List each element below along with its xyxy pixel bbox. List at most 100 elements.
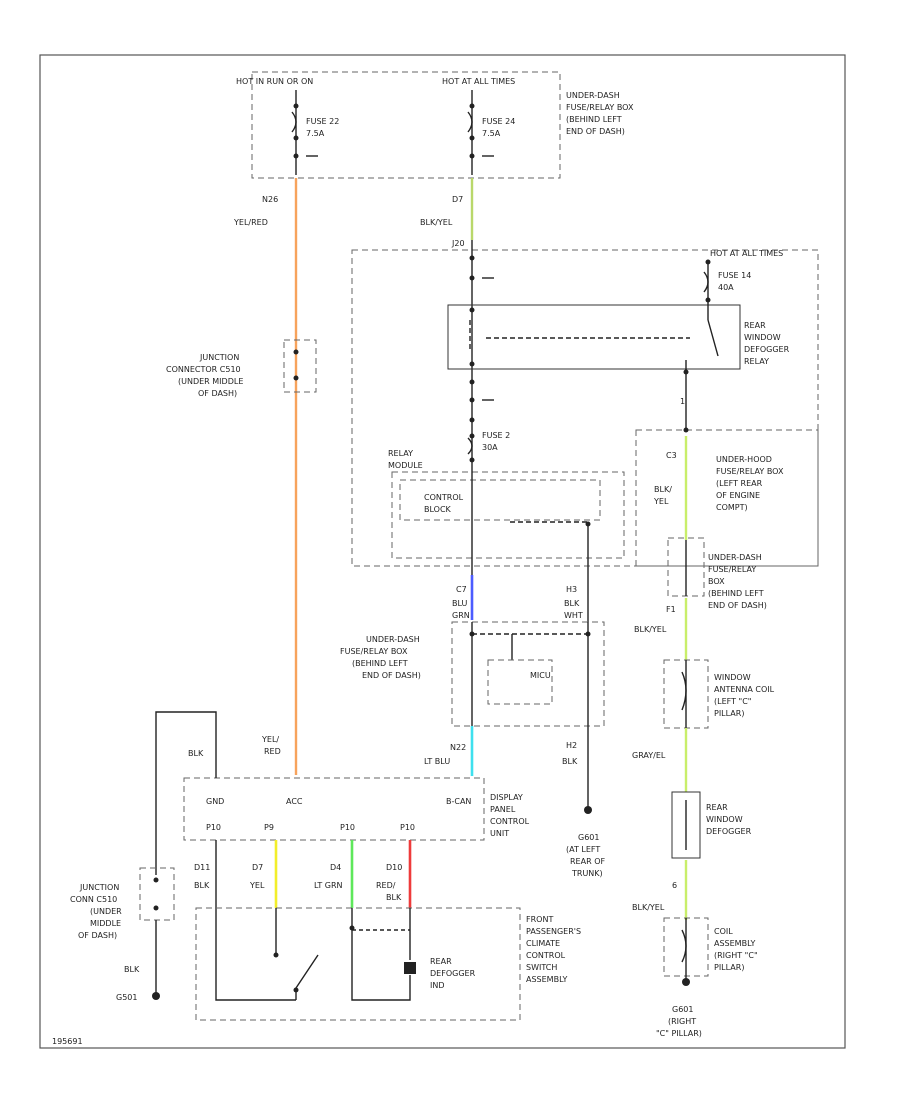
- node: [705, 297, 711, 303]
- underdash-mid-label: UNDER-DASH FUSE/RELAY BOX (BEHIND LEFT E…: [340, 635, 422, 680]
- defogger-switch: [295, 954, 319, 989]
- blk-ylw-label-1: BLK/YEL: [420, 218, 453, 227]
- g601-label: G601 (AT LEFT REAR OF TRUNK): [566, 833, 608, 878]
- pin-label-1: P10: [206, 823, 221, 832]
- node: [469, 103, 475, 109]
- blk-wht-label: BLK WHT: [564, 599, 583, 620]
- node: [293, 135, 299, 141]
- node: [469, 417, 475, 423]
- bcan-label: B-CAN: [446, 797, 471, 806]
- g601b-label: G601 (RIGHT "C" PILLAR): [656, 1005, 702, 1038]
- blk-2-label: BLK: [194, 881, 210, 890]
- node: [293, 153, 299, 159]
- yel-label: YEL: [249, 881, 265, 890]
- blk-yel-4-label: BLK/YEL: [632, 903, 665, 912]
- micu-box: [487, 659, 553, 705]
- rear-defogger-ind-label: REAR DEFOGGER IND: [430, 957, 478, 990]
- pin-label-2: P9: [264, 823, 274, 832]
- node: [683, 369, 689, 375]
- node: [153, 905, 159, 911]
- fuse14-label: FUSE 14 40A: [718, 271, 754, 292]
- node: [469, 307, 475, 313]
- node: [349, 925, 355, 931]
- lt-grn-label: LT GRN: [314, 881, 343, 890]
- red-blk-label: RED/ BLK: [376, 881, 402, 902]
- rear-defogger-relay: [447, 304, 741, 370]
- node: [469, 379, 475, 385]
- indicator-loop: [351, 908, 411, 1001]
- rear-window-defogger: [671, 791, 701, 859]
- d4-label: D4: [330, 863, 341, 872]
- relay-module-label: RELAY MODULE: [388, 449, 423, 470]
- node: [469, 153, 475, 159]
- c3-label: C3: [666, 451, 677, 460]
- node: [293, 375, 299, 381]
- d10-label: D10: [386, 863, 402, 872]
- d11-label: D11: [194, 863, 210, 872]
- yel-red-label: YEL/RED: [233, 218, 268, 227]
- j20-label: J20: [451, 239, 465, 248]
- rear-window-defogger-label: REAR WINDOW DEFOGGER: [706, 803, 752, 836]
- front-pass-label: FRONT PASSENGER'S CLIMATE CONTROL SWITCH…: [526, 915, 584, 984]
- node: [469, 255, 475, 261]
- coil-assembly-label: COIL ASSEMBLY (RIGHT "C" PILLAR): [714, 927, 760, 972]
- pin-label-4: P10: [400, 823, 415, 832]
- relay-switch: [707, 319, 719, 357]
- coil-symbol: [681, 929, 687, 963]
- node: [585, 631, 591, 637]
- h3-label: H3: [566, 585, 577, 594]
- six-label: 6: [672, 881, 677, 890]
- junction-conn-c510: [139, 867, 175, 921]
- node: [469, 433, 475, 439]
- underdash-top-label: UNDER-DASH FUSE/RELAY BOX (BEHIND LEFT E…: [566, 91, 636, 136]
- window-antenna-label: WINDOW ANTENNA COIL (LEFT "C" PILLAR): [714, 673, 777, 718]
- node: [153, 877, 159, 883]
- underdash-mid-box: [451, 621, 605, 727]
- node: [273, 952, 279, 958]
- blk-yel-3-label: BLK/YEL: [634, 625, 667, 634]
- display-panel-label: DISPLAY PANEL CONTROL UNIT: [490, 793, 532, 838]
- gnd-wire: [215, 840, 296, 1001]
- node: [293, 103, 299, 109]
- node: [585, 521, 591, 527]
- underhood-fuse-box-right: [635, 429, 819, 567]
- n22-label: N22: [450, 743, 466, 752]
- g501-label: G501: [116, 993, 137, 1002]
- underdash-right-label: UNDER-DASH FUSE/RELAY BOX (BEHIND LEFT E…: [708, 553, 767, 610]
- c7-label: D7: [452, 195, 463, 204]
- c7b-label: C7: [456, 585, 467, 594]
- node: [683, 427, 689, 433]
- blk-bottom-label: BLK: [124, 965, 140, 974]
- gray-yel-label: GRAY/EL: [632, 751, 666, 760]
- node: [469, 457, 475, 463]
- d7-label: D7: [252, 863, 263, 872]
- diagram-frame: [39, 54, 846, 1049]
- h2-label: H2: [566, 741, 577, 750]
- blk-loop-wire: [155, 711, 217, 875]
- underhood-relay-box: [351, 249, 819, 567]
- node: [469, 361, 475, 367]
- f1-label: F1: [666, 605, 676, 614]
- node: [469, 631, 475, 637]
- hot-in-on-label: HOT IN RUN OR ON: [236, 77, 313, 86]
- acc-label: ACC: [286, 797, 303, 806]
- one-label: 1: [680, 397, 685, 406]
- fuse22-symbol: [291, 111, 297, 133]
- ground-g601: [584, 806, 592, 814]
- control-block: [399, 479, 601, 521]
- junction-c510-label: JUNCTION CONNECTOR C510 (UNDER MIDDLE OF…: [166, 353, 246, 398]
- fuse24-symbol: [467, 111, 473, 133]
- underhood-box-label: UNDER-HOOD FUSE/RELAY BOX (LEFT REAR OF …: [716, 455, 786, 512]
- micu-label: MICU: [530, 671, 551, 680]
- junction-connector-c510: [283, 339, 317, 393]
- fuse24-label: FUSE 24 7.5A: [482, 117, 518, 138]
- antenna-coil-symbol: [681, 671, 687, 711]
- blk-label: BLK: [562, 757, 578, 766]
- rear-defog-relay-label: REAR WINDOW DEFOGGER RELAY: [744, 321, 792, 366]
- fuse22-label: FUSE 22 7.5A: [306, 117, 342, 138]
- fuse2-symbol: [467, 437, 473, 455]
- climate-control-switch-assembly: [195, 907, 521, 1021]
- blk-ylw-2-label: BLK/ YEL: [653, 485, 674, 506]
